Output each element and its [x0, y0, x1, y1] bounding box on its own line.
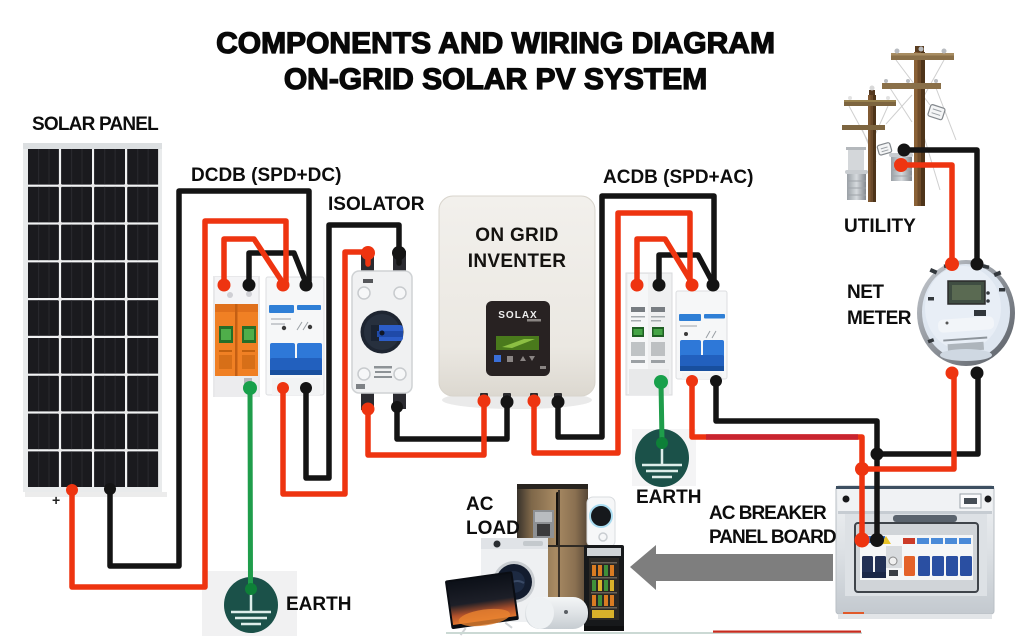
- svg-text:INVENTER: INVENTER: [468, 251, 566, 272]
- svg-text:+: +: [52, 492, 60, 508]
- svg-text:ON GRID: ON GRID: [475, 225, 558, 246]
- svg-text:SOLAX: SOLAX: [498, 310, 537, 321]
